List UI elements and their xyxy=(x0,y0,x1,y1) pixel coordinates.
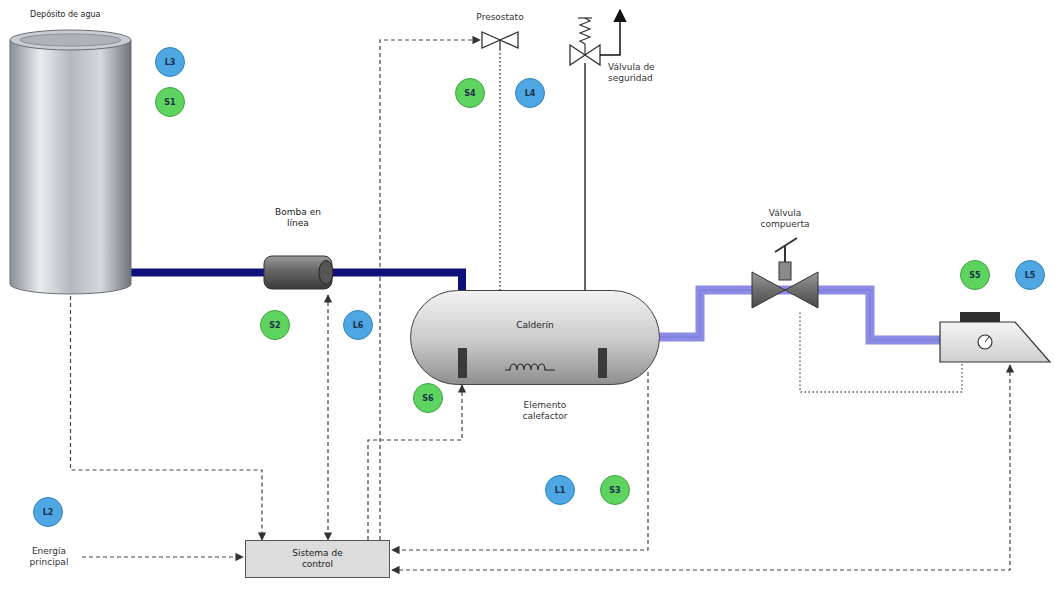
pump-drawing xyxy=(258,250,338,295)
callout-number: S5 xyxy=(969,271,980,280)
tank-drawing xyxy=(8,28,133,296)
callout-circle: L5 xyxy=(1015,260,1045,290)
callout-number: S6 xyxy=(422,394,433,403)
callout-number: L5 xyxy=(1025,271,1036,280)
control-signal-line xyxy=(327,295,328,540)
boiler-vessel: Calderín xyxy=(410,290,660,385)
part-label: Depósito de agua xyxy=(8,4,133,20)
callout-circle: S4 xyxy=(455,78,485,108)
callout-circle: S2 xyxy=(260,310,290,340)
callout-circle: L3 xyxy=(155,47,185,77)
boiler-drawing xyxy=(410,290,660,385)
gate-valve-symbol xyxy=(752,238,818,308)
callout-circle: L2 xyxy=(33,497,63,527)
power-supply-line xyxy=(82,556,243,557)
part-label: Válvula de seguridad xyxy=(608,62,684,84)
part-label: Elemento calefactor xyxy=(500,400,590,422)
callout-circle: S6 xyxy=(413,383,443,413)
control-signal-line xyxy=(392,365,1010,570)
callout-number: L4 xyxy=(525,89,536,98)
inline-pump: Bomba en línea xyxy=(258,205,338,295)
callout-number: L6 xyxy=(353,321,364,330)
callout-circle: S5 xyxy=(960,260,990,290)
pressure-tap-line xyxy=(499,49,501,298)
callout-circle: L6 xyxy=(343,310,373,340)
valve-signal-line xyxy=(800,310,962,392)
callout-circle: S3 xyxy=(600,475,630,505)
part-label: Bomba en línea xyxy=(258,205,338,229)
callout-number: S2 xyxy=(269,321,280,330)
steam-iron xyxy=(940,312,1050,362)
part-label: Energía principal xyxy=(18,546,80,568)
callout-number: L3 xyxy=(165,58,176,67)
part-label: Presostato xyxy=(465,12,535,23)
control-box: Sistema de control xyxy=(245,540,390,578)
callout-number: S1 xyxy=(164,98,175,107)
callout-number: S4 xyxy=(464,89,475,98)
control-signal-line xyxy=(392,372,648,550)
part-label: Sistema de control xyxy=(283,548,353,570)
water-pipe xyxy=(332,273,462,294)
water-pipe xyxy=(131,269,264,277)
callout-number: S3 xyxy=(609,486,620,495)
control-signal-line xyxy=(368,385,462,540)
callout-circle: S1 xyxy=(155,87,185,117)
callout-number: L1 xyxy=(555,486,566,495)
part-label: Calderín xyxy=(516,290,553,385)
heating-coil xyxy=(505,364,555,370)
callout-number: L2 xyxy=(43,508,54,517)
callout-circle: L1 xyxy=(545,475,575,505)
callout-circle: L4 xyxy=(515,78,545,108)
pressure-switch-symbol xyxy=(482,32,518,49)
part-label: Válvula compuerta xyxy=(752,208,818,230)
water-tank: Depósito de agua xyxy=(8,4,133,296)
control-signal-line xyxy=(71,296,263,540)
safety-valve-symbol xyxy=(570,10,620,300)
